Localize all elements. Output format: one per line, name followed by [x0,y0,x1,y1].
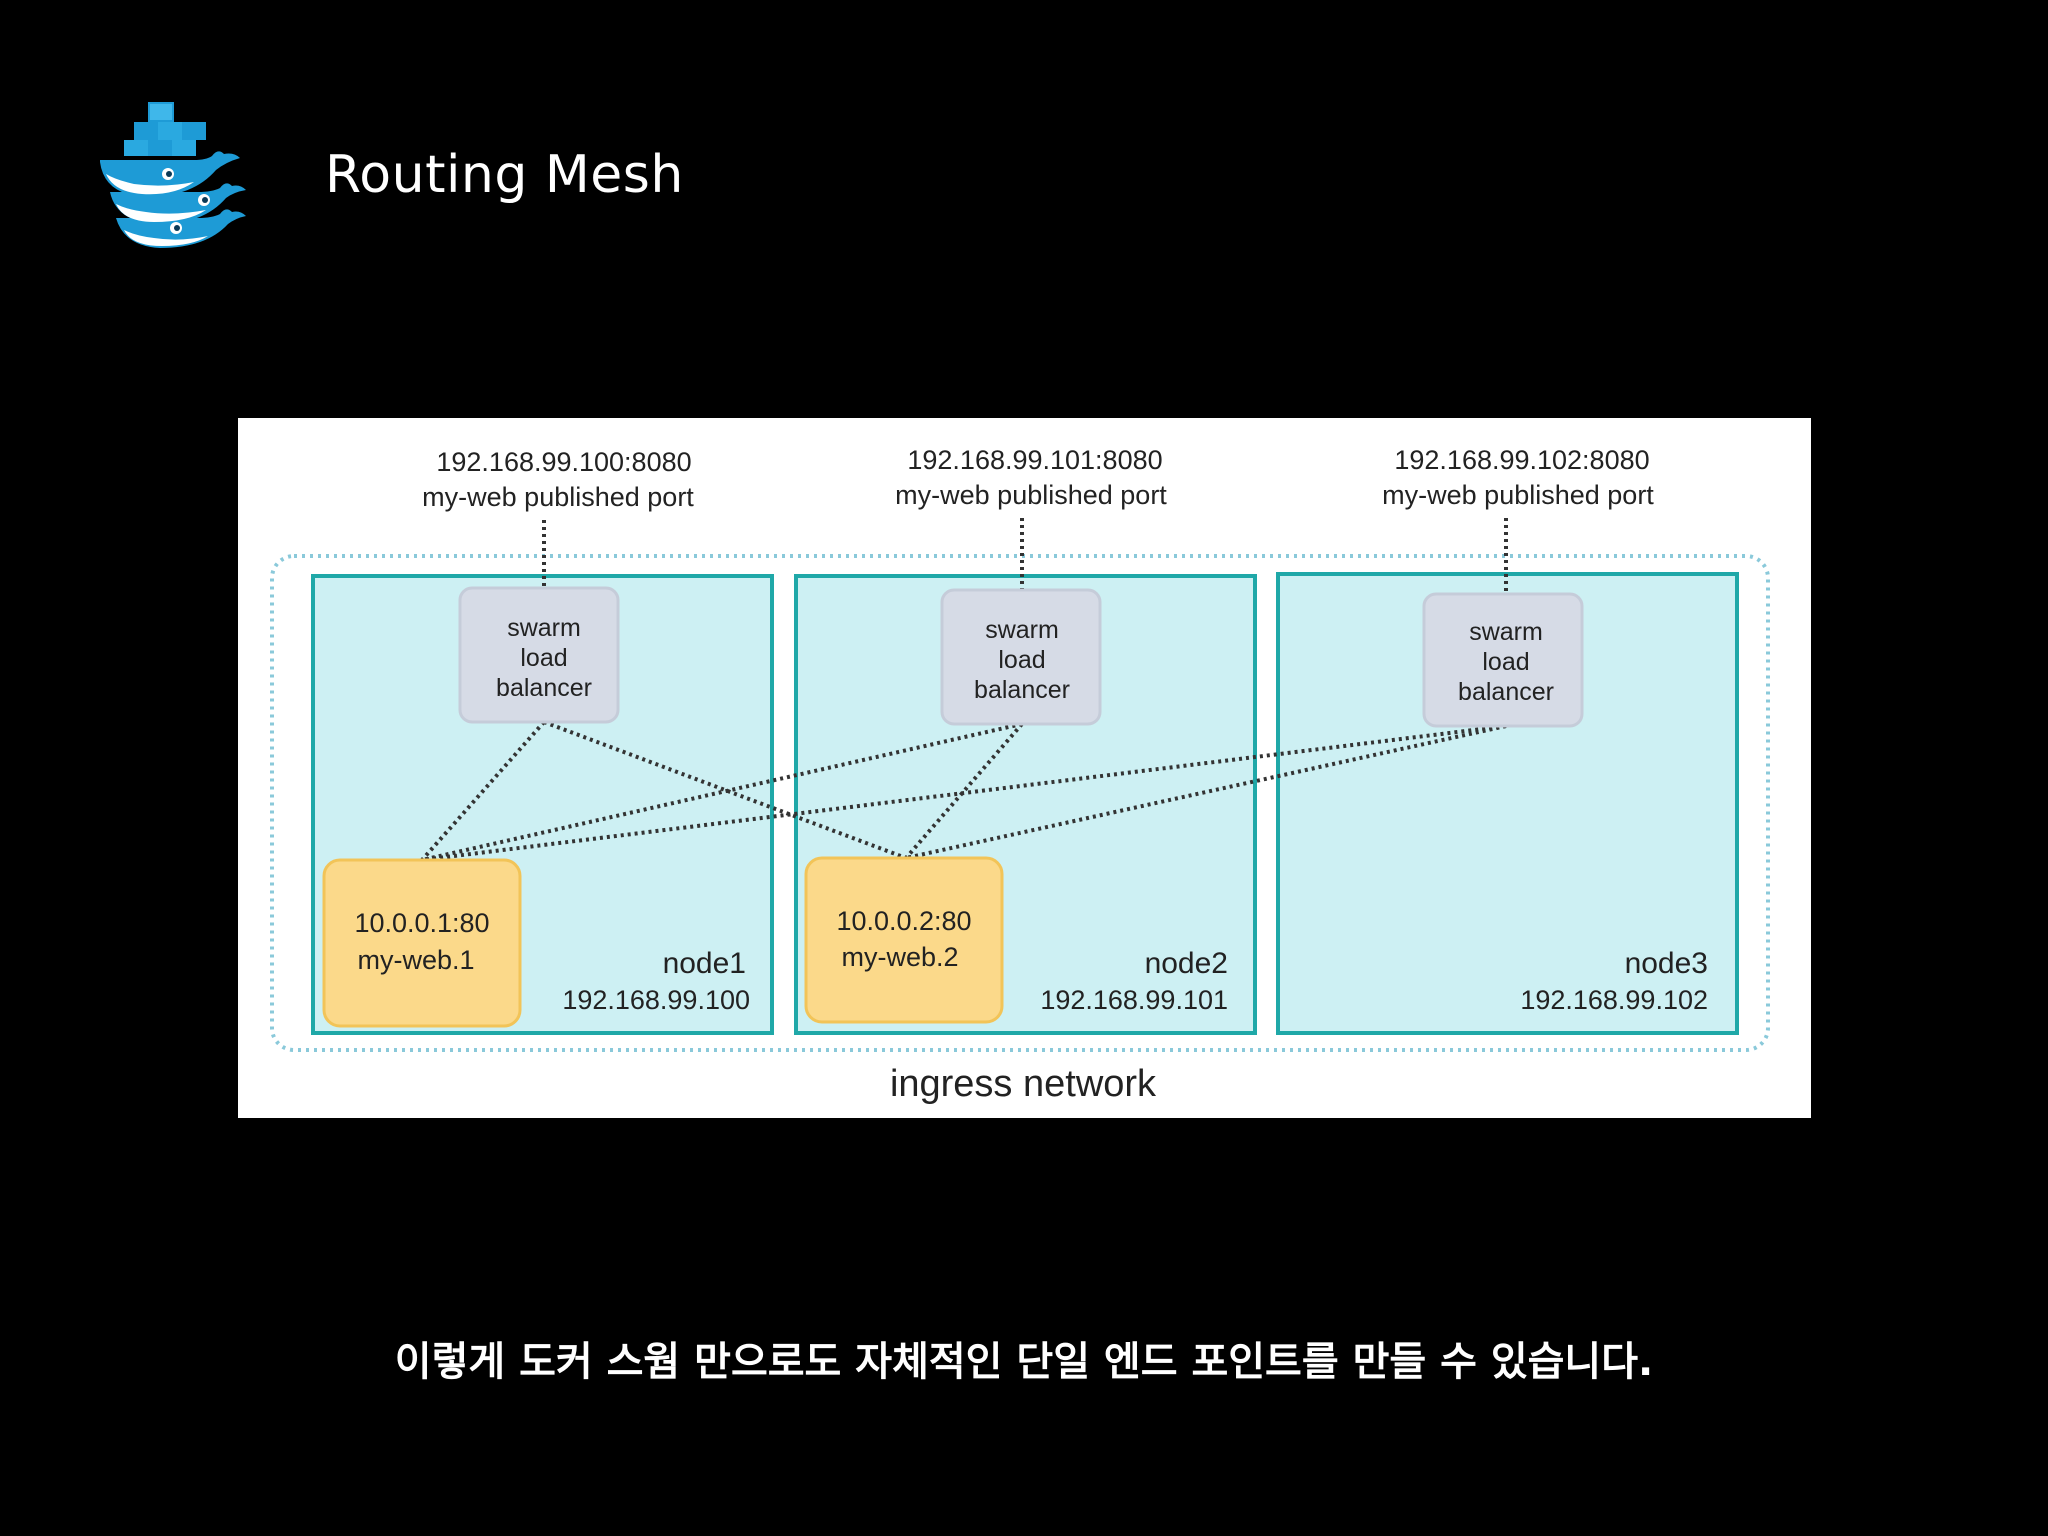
lb-label-line: swarm [507,614,581,642]
slide-caption: 이렇게 도커 스웜 만으로도 자체적인 단일 엔드 포인트를 만들 수 있습니다… [394,1339,1654,1385]
load-balancer-1: swarm load balancer [458,586,620,724]
published-address-3: 192.168.99.102:8080 [1394,445,1649,475]
container-address: 10.0.0.2:80 [836,906,971,936]
lb-label-line: balancer [496,674,592,702]
lb-label-line: load [998,646,1045,674]
node-name-1: node1 [663,947,746,980]
lb2-to-web1-link [421,722,1023,862]
node-ip-3: 192.168.99.102 [1520,985,1708,1015]
lb2-to-web2-link [904,722,1024,860]
node-name-2: node2 [1145,947,1228,980]
node-ip-1: 192.168.99.100 [562,985,750,1015]
container-my-web-2: 10.0.0.2:80 my-web.2 [804,856,1004,1024]
slide-title: Routing Mesh [325,145,684,205]
lb-label-line: balancer [1458,678,1554,706]
container-address: 10.0.0.1:80 [354,908,489,938]
docker-swarm-logo-icon [94,96,250,252]
lb-label-line: load [520,644,567,672]
connection-lines [420,518,1508,862]
lb-label-line: load [1482,648,1529,676]
container-name: my-web.1 [357,945,474,975]
lb1-to-web1-link [420,720,546,862]
lb3-to-web1-link [421,724,1507,862]
node-name-3: node3 [1625,947,1708,980]
published-label-2: my-web published port [895,480,1167,510]
node-ip-2: 192.168.99.101 [1040,985,1228,1015]
docker-whale-icon [100,102,246,248]
load-balancer-3: swarm load balancer [1422,592,1584,728]
published-address-2: 192.168.99.101:8080 [907,445,1162,475]
published-label-3: my-web published port [1382,480,1654,510]
load-balancer-2: swarm load balancer [940,588,1102,726]
container-my-web-1: 10.0.0.1:80 my-web.1 [322,858,522,1028]
ingress-network-boundary [270,554,1770,1052]
published-label-1: my-web published port [422,482,694,512]
lb1-to-web2-link [543,720,907,860]
published-address-1: 192.168.99.100:8080 [436,447,691,477]
routing-mesh-diagram: swarm load balancer swarm load balancer … [238,418,1811,1118]
lb-label-line: swarm [1469,618,1543,646]
container-name: my-web.2 [841,942,958,972]
lb-label-line: swarm [985,616,1059,644]
ingress-network-label: ingress network [890,1063,1157,1105]
diagram-canvas: swarm load balancer swarm load balancer … [270,445,1770,1105]
lb3-to-web2-link [905,724,1507,860]
lb-label-line: balancer [974,676,1070,704]
